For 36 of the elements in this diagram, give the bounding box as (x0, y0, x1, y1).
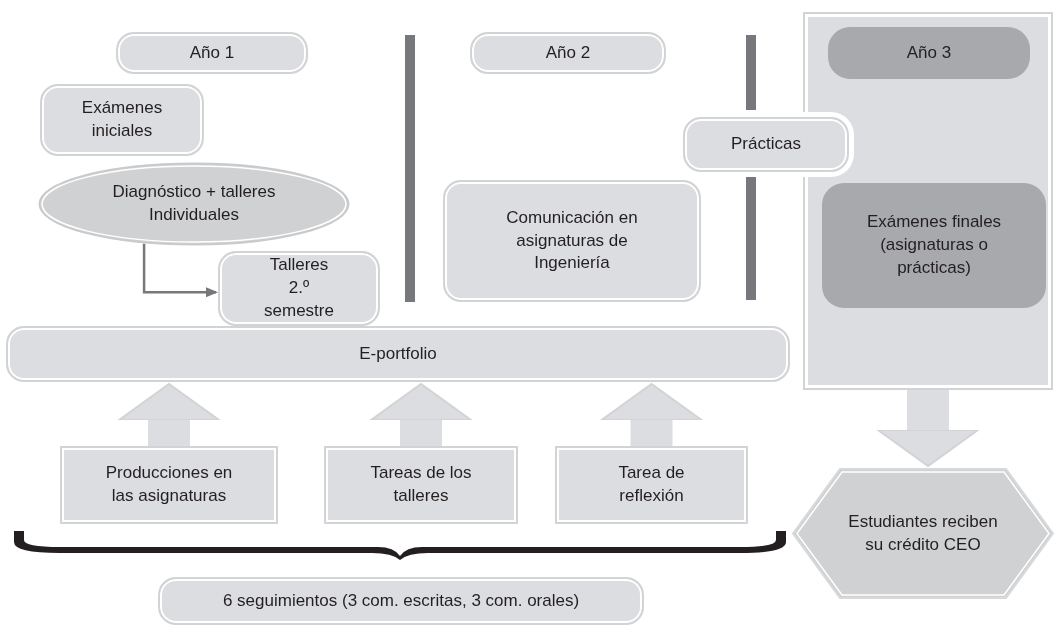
rounded-box (218, 251, 380, 326)
rounded-box (6, 326, 790, 382)
rectangle-box (555, 446, 748, 524)
rounded-box (822, 183, 1046, 308)
block-arrow (118, 383, 220, 446)
node-text: Talleres 2.º semestre (263, 254, 335, 322)
rounded-box (40, 84, 204, 156)
rounded-box (443, 180, 701, 302)
rounded-box (116, 32, 308, 74)
rounded-box (470, 32, 666, 74)
node-text: Año 2 (545, 41, 591, 64)
arrow (142, 243, 218, 298)
node-text: Producciones en las asignaturas (104, 462, 234, 507)
block-arrow (877, 390, 979, 467)
hexagon-node (792, 468, 1054, 599)
node-text: Tareas de los talleres (369, 462, 473, 507)
node-text: Año 1 (189, 41, 235, 64)
node-text: Prácticas (731, 133, 801, 156)
node-text: Diagnóstico + talleres Individuales (111, 181, 277, 226)
node-text: E-portfolio (359, 342, 437, 365)
rounded-box (158, 577, 644, 625)
ellipse-node (38, 162, 350, 246)
curly-brace (14, 531, 786, 561)
rectangle-box (60, 446, 278, 524)
node-text: Año 3 (906, 41, 952, 64)
block-arrow (370, 383, 472, 446)
rounded-box (828, 27, 1030, 79)
year-panel (803, 12, 1053, 390)
node-text: Tarea de reflexión (617, 462, 686, 507)
block-arrow (600, 383, 703, 446)
node-text: Exámenes finales (asignaturas o prácticas) (865, 211, 1003, 279)
node-text: 6 seguimientos (3 com. escritas, 3 com. orales) (222, 589, 580, 612)
rectangle-box (324, 446, 518, 524)
node-text: Estudiantes reciben su crédito CEO (847, 510, 999, 556)
node-text: Comunicación en asignaturas de Ingeniería (505, 206, 639, 275)
node-text: Exámenes iniciales (80, 97, 164, 142)
